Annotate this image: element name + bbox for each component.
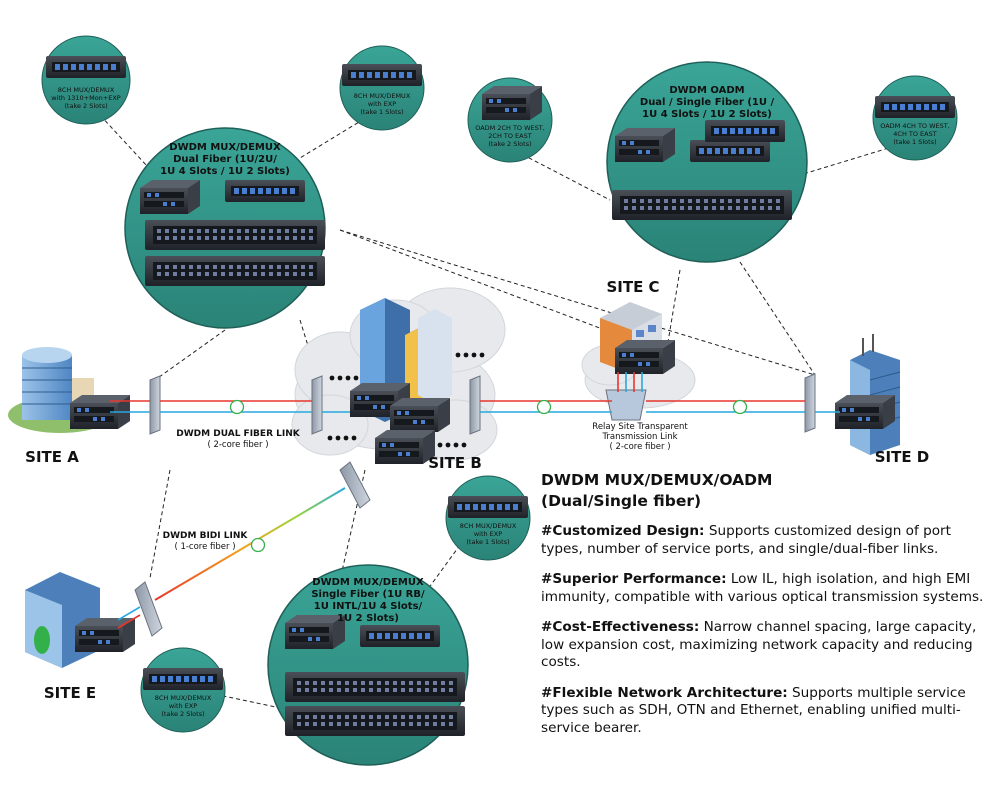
bubble-small-a2 (339, 45, 425, 131)
small-e1-line3: (take 1 Slots) (466, 538, 509, 546)
bubble-small-a1 (41, 35, 131, 125)
bubble-dwdm-mux-single (267, 564, 469, 766)
main-e-line4: 1U 2 Slots) (337, 613, 399, 624)
small-a1-line1: 8CH MUX/DEMUX (58, 86, 115, 94)
lambda-icons (229, 399, 748, 553)
small-a2-line2: with EXP (368, 100, 396, 108)
small-c1-line1: OADM 2CH TO WEST, (475, 124, 545, 132)
main-a-line1: DWDM MUX/DEMUX (169, 142, 281, 153)
site-b-label: SITE B (428, 454, 482, 472)
feature-text: Supports multiple service types such as … (541, 684, 966, 736)
small-c1-line3: (take 2 Slots) (488, 140, 531, 148)
feature-flexible-architecture: #Flexible Network Architecture: Supports… (541, 685, 991, 738)
small-a1-line3: (take 2 Slots) (64, 102, 107, 110)
relay-link-line1: Relay Site Transparent (592, 422, 688, 432)
feature-text: Narrow channel spacing, large capacity, … (541, 619, 977, 670)
main-a-line2: Dual Fiber (1U/2U/ (173, 154, 277, 165)
bubble-small-c1 (467, 77, 553, 163)
feature-customized-design: #Customized Design: Supports customized … (541, 523, 991, 558)
feature-title: #Flexible Network Architecture: (541, 684, 788, 701)
small-a2-line3: (take 1 Slots) (360, 108, 403, 116)
small-c2-line1: OADM 4CH TO WEST, (880, 122, 950, 130)
small-e1-line2: with EXP (474, 530, 502, 538)
dual-link-line2: ( 2-core fiber ) (207, 440, 268, 450)
info-heading-line1: DWDM MUX/DEMUX/OADM (541, 471, 773, 489)
small-e1-line1: 8CH MUX/DEMUX (460, 522, 517, 530)
small-e2-line1: 8CH MUX/DEMUX (155, 694, 212, 702)
main-c-line3: 1U 4 Slots / 1U 2 Slots) (642, 109, 772, 120)
small-c2-line2: 4CH TO EAST (893, 130, 936, 138)
site-b-servers (350, 298, 452, 464)
main-e-line1: DWDM MUX/DEMUX (312, 577, 424, 588)
relay-arrows (617, 372, 643, 392)
fiber-bidi (117, 487, 346, 629)
bubble-dwdm-mux-dual (124, 127, 326, 329)
bubble-small-e2 (140, 647, 226, 733)
relay-link-line3: ( 2-core fiber ) (609, 442, 670, 452)
bubble-dwdm-oadm (606, 61, 808, 263)
small-e2-line3: (take 2 Slots) (161, 710, 204, 718)
filter-plates (134, 373, 816, 637)
small-a1-line2: with 1310+Mon+EXP (51, 94, 121, 102)
feature-superior-performance: #Superior Performance: Low IL, high isol… (541, 571, 991, 606)
feature-title: #Superior Performance: (541, 571, 727, 587)
dual-link-line1: DWDM DUAL FIBER LINK (176, 429, 300, 439)
info-heading: DWDM MUX/DEMUX/OADM (Dual/Single fiber) (541, 470, 991, 512)
small-a2-line1: 8CH MUX/DEMUX (354, 92, 411, 100)
feature-text: Low IL, high isolation, and high EMI imm… (541, 571, 984, 605)
site-e-building (25, 572, 135, 668)
main-a-line3: 1U 4 Slots / 1U 2 Slots) (160, 166, 290, 177)
small-c1-line2: 2CH TO EAST (488, 132, 531, 140)
relay-link-line2: Transmission Link (601, 432, 677, 442)
info-panel: DWDM MUX/DEMUX/OADM (Dual/Single fiber) … (541, 470, 991, 750)
main-c-line2: Dual / Single Fiber (1U / (640, 97, 775, 108)
feature-cost-effectiveness: #Cost-Effectiveness: Narrow channel spac… (541, 619, 991, 672)
site-e-label: SITE E (44, 684, 96, 702)
main-e-line2: Single Fiber (1U RB/ (311, 589, 425, 600)
bubble-small-e1 (445, 475, 531, 561)
bubble-small-c2 (872, 75, 958, 161)
feature-text: Supports customized design of port types… (541, 523, 951, 557)
main-c-line1: DWDM OADM (669, 85, 744, 96)
site-a-building (8, 347, 130, 433)
site-a-label: SITE A (25, 448, 79, 466)
info-heading-line2: (Dual/Single fiber) (541, 492, 702, 510)
site-d-building (835, 334, 901, 455)
feature-title: #Customized Design: (541, 523, 705, 539)
feature-title: #Cost-Effectiveness: (541, 619, 700, 635)
site-d-label: SITE D (875, 448, 930, 466)
small-c2-line3: (take 1 Slots) (893, 138, 936, 146)
bidi-link-line2: ( 1-core fiber ) (174, 542, 235, 552)
site-b-dots (327, 352, 485, 448)
bidi-link-line1: DWDM BIDI LINK (163, 531, 249, 541)
site-c-label: SITE C (606, 278, 659, 296)
small-e2-line2: with EXP (169, 702, 197, 710)
main-e-line3: 1U INTL/1U 4 Slots/ (314, 601, 423, 612)
site-c-building (600, 302, 675, 374)
